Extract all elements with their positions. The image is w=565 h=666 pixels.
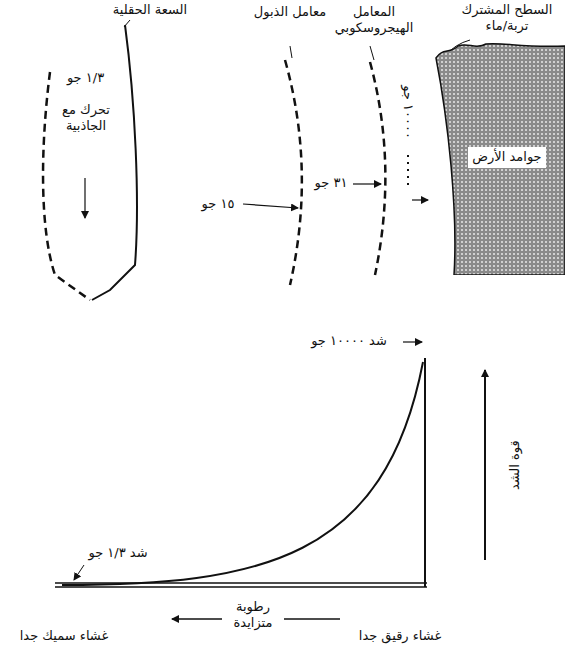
leader-line bbox=[370, 46, 374, 60]
wilting-curve bbox=[285, 60, 302, 285]
axis-end-label: غشاء رقيق جدا bbox=[338, 628, 462, 644]
leader-arrow bbox=[353, 183, 381, 184]
soil-solids: جوامد الأرض bbox=[428, 40, 565, 275]
axis-label: رطوبة متزايدة bbox=[222, 598, 284, 633]
leader-arrow bbox=[74, 565, 84, 580]
interface-label: السطح المشترك تربة/ماء bbox=[452, 2, 562, 35]
hygroscopic-curve bbox=[370, 62, 385, 275]
gravity-arrow bbox=[84, 178, 85, 218]
tension-label: شد ١٠٠٠٠ جو bbox=[296, 333, 402, 349]
tension-curve bbox=[62, 362, 423, 585]
pressure-value: ١٠٠٠٠ جو bbox=[400, 73, 416, 151]
pressure-value: ١٥ جو bbox=[195, 196, 241, 212]
axis-arrow bbox=[484, 370, 486, 560]
axis-label: قوة الشد bbox=[507, 420, 523, 510]
pressure-value: ٣١ جو bbox=[310, 175, 352, 191]
hygroscopic-label: المعامل الهيجروسكوبي bbox=[318, 4, 430, 37]
dots bbox=[407, 155, 409, 190]
field-capacity-label: السعة الحقلية bbox=[108, 2, 192, 18]
field-capacity-curve bbox=[92, 25, 137, 300]
baseline bbox=[55, 586, 427, 588]
leader-arrow bbox=[243, 204, 298, 208]
leader-arrow bbox=[412, 199, 428, 200]
axis-end-label: غشاء سميك جدا bbox=[4, 628, 124, 644]
wilting-label: معامل الذبول bbox=[250, 4, 330, 20]
leader-line bbox=[290, 46, 292, 58]
vertical-line bbox=[424, 358, 426, 587]
leader-arrow bbox=[403, 341, 422, 342]
tension-label: شد ١/٣ جو bbox=[78, 545, 158, 561]
pressure-value: ١/٣ جو bbox=[58, 70, 113, 86]
gravity-note: تحرك مع الجاذبية bbox=[56, 102, 116, 135]
node-text: جوامد الأرض bbox=[468, 147, 546, 168]
